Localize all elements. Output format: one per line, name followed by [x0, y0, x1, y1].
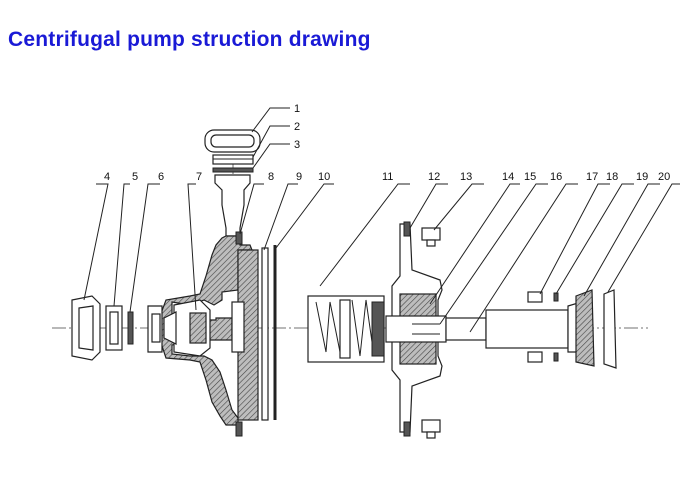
part-9-cover-gasket [261, 247, 269, 421]
label-part-19: 19 [636, 171, 648, 183]
label-part-6: 6 [158, 171, 164, 183]
label-part-11: 11 [382, 171, 393, 183]
part-19-flange [567, 289, 595, 367]
label-part-13: 13 [460, 171, 472, 183]
label-part-12: 12 [428, 171, 440, 183]
label-part-8: 8 [268, 171, 274, 183]
diagram-title: Centrifugal pump struction drawing [8, 28, 371, 51]
label-part-20: 20 [658, 171, 670, 183]
part-6-o-ring [127, 311, 134, 345]
part-13-bolt-top [421, 227, 441, 247]
label-part-9: 9 [296, 171, 302, 183]
part-3-gasket [212, 167, 254, 173]
part-11-mechanical-seal [307, 295, 385, 363]
inlet-adaptor [147, 305, 163, 353]
label-part-10: 10 [318, 171, 330, 183]
label-part-2: 2 [294, 121, 300, 133]
part-4-inlet-flange [71, 295, 101, 361]
label-part-18: 18 [606, 171, 618, 183]
part-5-sleeve [105, 305, 123, 351]
leader-lines [83, 107, 680, 333]
label-part-17: 17 [586, 171, 598, 183]
label-part-4: 4 [104, 171, 110, 183]
label-part-1: 1 [294, 103, 300, 115]
label-part-3: 3 [294, 139, 300, 151]
part-13-bolt-bottom [421, 419, 441, 439]
label-part-15: 15 [524, 171, 536, 183]
part-17-bolt-bottom [527, 351, 559, 363]
part-16-pump-shaft [385, 309, 569, 349]
label-part-14: 14 [502, 171, 514, 183]
part-1-inlet-cap [204, 129, 261, 153]
impeller-hub [231, 249, 259, 421]
label-part-5: 5 [132, 171, 138, 183]
part-7-pump-casing [159, 174, 253, 437]
label-part-16: 16 [550, 171, 562, 183]
part-2-seal-ring [212, 154, 254, 165]
label-part-7: 7 [196, 171, 202, 183]
part-20-end-cover [603, 289, 617, 369]
part-17-bolt-top [527, 291, 559, 303]
